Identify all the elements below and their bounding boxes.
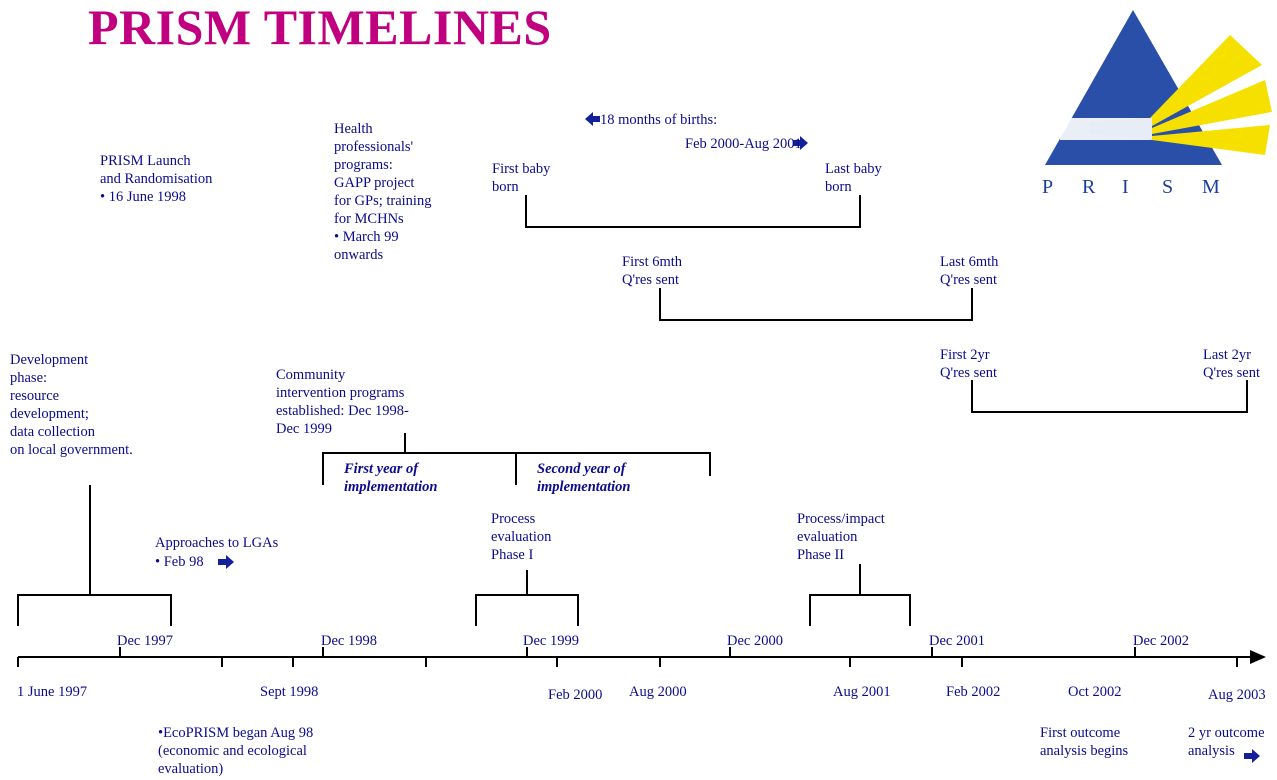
arrow-right-icon bbox=[218, 555, 234, 569]
timeline-label-below: Oct 2002 bbox=[1068, 684, 1122, 700]
timeline-label-above: Dec 2001 bbox=[929, 633, 985, 649]
community-programs-note: Community intervention programs establis… bbox=[276, 367, 409, 437]
first-2yr-label: First 2yr Q'res sent bbox=[940, 347, 997, 381]
births-label: 18 months of births: bbox=[600, 112, 718, 128]
timeline-label-above: Dec 1998 bbox=[321, 633, 377, 649]
approaches-date: • Feb 98 bbox=[155, 554, 204, 570]
timeline-label-below: 1 June 1997 bbox=[17, 684, 88, 700]
timeline-label-above: Dec 1999 bbox=[523, 633, 579, 649]
timeline-label-below: Aug 2000 bbox=[629, 684, 687, 700]
logo-letter: S bbox=[1162, 176, 1174, 198]
first-baby-label: First baby born bbox=[492, 161, 551, 195]
logo-letter: R bbox=[1082, 176, 1096, 198]
last-6mth-label: Last 6mth Q'res sent bbox=[940, 254, 999, 288]
first-6mth-label: First 6mth Q'res sent bbox=[622, 254, 683, 288]
last-2yr-label: Last 2yr Q'res sent bbox=[1203, 347, 1260, 381]
second-year-label: Second year of implementation bbox=[537, 461, 631, 495]
arrow-left-icon bbox=[585, 112, 600, 126]
page-title: PRISM TIMELINES bbox=[88, 0, 552, 55]
timeline-label-below: Aug 2001 bbox=[833, 684, 891, 700]
logo-letter: M bbox=[1202, 176, 1220, 198]
timeline-label-below: Sept 1998 bbox=[260, 684, 319, 700]
ecoprism-note: •EcoPRISM began Aug 98 (economic and eco… bbox=[158, 725, 314, 777]
timeline-label-below: Aug 2003 bbox=[1208, 687, 1266, 703]
arrow-right-icon bbox=[1244, 749, 1260, 763]
logo-letter: P bbox=[1042, 176, 1054, 198]
two-yr-outcome-note: 2 yr outcome analysis bbox=[1188, 725, 1265, 759]
arrow-right-icon bbox=[793, 136, 808, 150]
process-phase2-note: Process/impact evaluation Phase II bbox=[797, 511, 885, 563]
arrow-icons bbox=[218, 112, 1260, 763]
first-outcome-note: First outcome analysis begins bbox=[1040, 725, 1129, 759]
development-phase-note: Development phase: resource development;… bbox=[10, 352, 133, 458]
launch-note: PRISM Launch and Randomisation • 16 June… bbox=[100, 153, 213, 205]
first-year-label: First year of implementation bbox=[344, 461, 438, 495]
prism-logo-icon bbox=[1045, 10, 1272, 165]
logo-letter: I bbox=[1122, 176, 1129, 198]
approaches-label: Approaches to LGAs bbox=[155, 535, 279, 551]
timeline-label-above: Dec 2000 bbox=[727, 633, 783, 649]
timeline-label-below: Feb 2000 bbox=[548, 687, 603, 703]
timeline-label-above: Dec 2002 bbox=[1133, 633, 1189, 649]
births-range: Feb 2000-Aug 2001 bbox=[685, 136, 802, 152]
timeline-label-below: Feb 2002 bbox=[946, 684, 1001, 700]
process-phase1-note: Process evaluation Phase I bbox=[491, 511, 552, 563]
timeline-label-above: Dec 1997 bbox=[117, 633, 173, 649]
last-baby-label: Last baby born bbox=[825, 161, 882, 195]
health-programs-note: Health professionals' programs: GAPP pro… bbox=[334, 121, 432, 263]
